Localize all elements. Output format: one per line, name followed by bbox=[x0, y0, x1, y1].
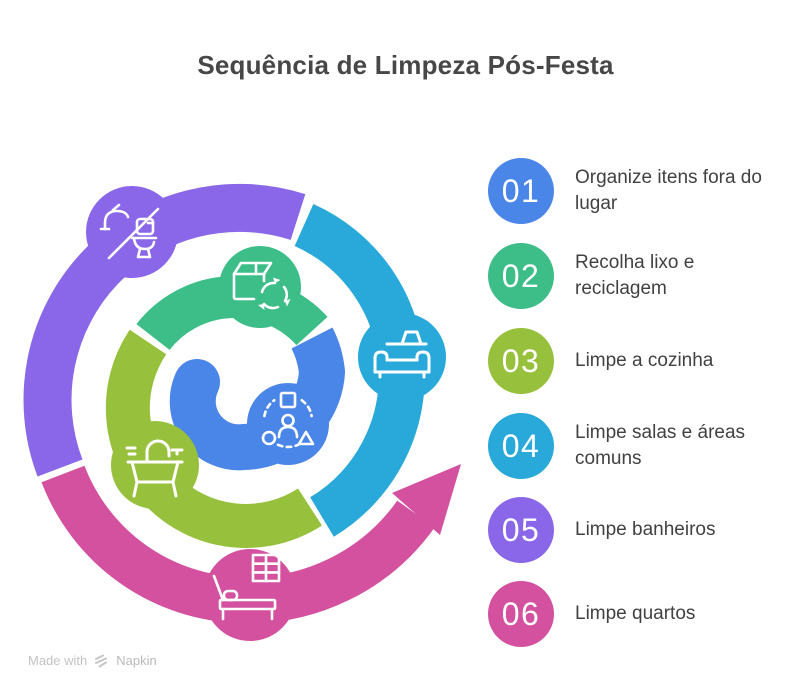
package-recycle-icon bbox=[219, 246, 301, 328]
step-number-badge: 04 bbox=[488, 413, 554, 479]
step-row-3: 03 Limpe a cozinha bbox=[488, 328, 787, 394]
step-row-2: 02 Recolha lixo e reciclagem bbox=[488, 243, 787, 309]
page-title: Sequência de Limpeza Pós-Festa bbox=[197, 50, 614, 80]
step-label: Limpe quartos bbox=[575, 603, 696, 624]
step-row-1: 01 Organize itens fora do lugar bbox=[488, 158, 787, 224]
step-label: Limpe a cozinha bbox=[575, 350, 714, 371]
step-number: 06 bbox=[501, 595, 541, 632]
step-number-badge: 02 bbox=[488, 243, 554, 309]
step-number-badge: 06 bbox=[488, 581, 554, 647]
step-label: Limpe banheiros bbox=[575, 519, 716, 540]
napkin-logo-icon bbox=[95, 654, 108, 667]
step-row-4: 04 Limpe salas e áreas comuns bbox=[488, 413, 787, 479]
step-number-badge: 01 bbox=[488, 158, 554, 224]
bathroom-icon bbox=[86, 186, 178, 278]
kitchen-sink-icon bbox=[111, 421, 199, 509]
spiral-segment-step5 bbox=[23, 183, 306, 477]
step-number: 01 bbox=[501, 172, 541, 209]
step-label: Limpe salas e áreas comuns bbox=[575, 422, 746, 469]
step-row-6: 06 Limpe quartos bbox=[488, 581, 787, 647]
step-row-5: 05 Limpe banheiros bbox=[488, 497, 787, 563]
bed-window-icon bbox=[204, 549, 296, 641]
brand-text: Napkin bbox=[116, 653, 157, 668]
step-number: 04 bbox=[501, 427, 541, 464]
organize-items-icon bbox=[247, 383, 329, 465]
step-label: Organize itens fora do lugar bbox=[575, 167, 762, 214]
step-number: 05 bbox=[501, 511, 541, 548]
spiral-arrowhead bbox=[392, 464, 461, 535]
step-label: Recolha lixo e reciclagem bbox=[575, 252, 695, 299]
footer-credit: Made with Napkin bbox=[28, 653, 157, 668]
sofa-laptop-icon bbox=[358, 313, 446, 401]
step-number: 02 bbox=[501, 257, 541, 294]
step-number: 03 bbox=[501, 342, 541, 379]
step-number-badge: 03 bbox=[488, 328, 554, 394]
made-with-text: Made with bbox=[28, 653, 88, 668]
step-number-badge: 05 bbox=[488, 497, 554, 563]
